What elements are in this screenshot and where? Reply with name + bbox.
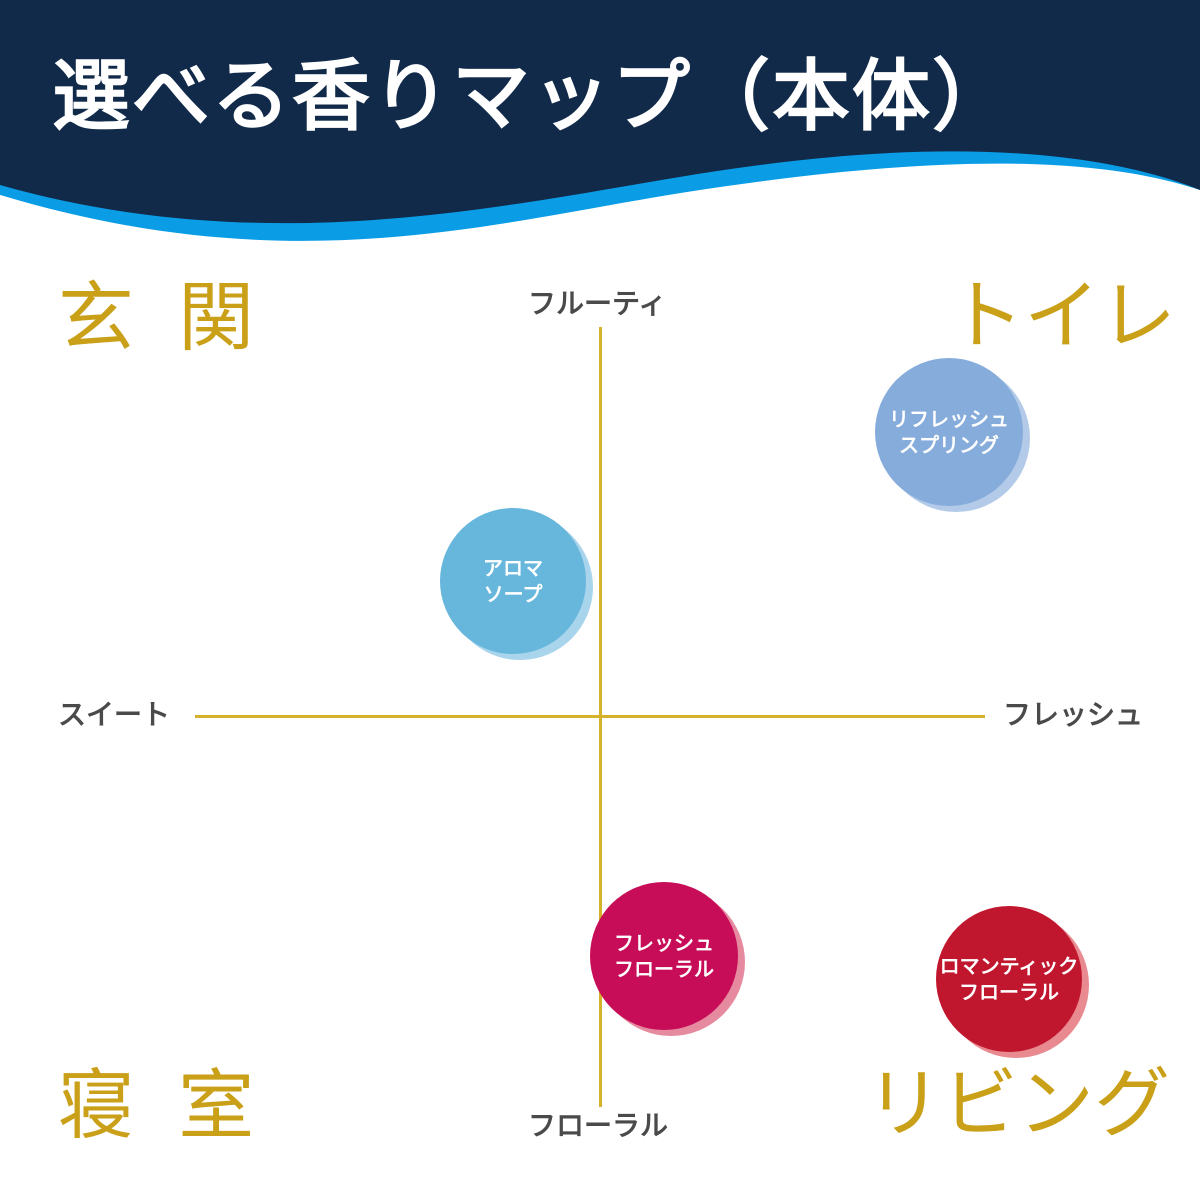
vertical-axis: [599, 327, 602, 1107]
scent-name-line2: スプリング: [899, 433, 999, 457]
page-title: 選べる香りマップ（本体）: [52, 52, 1013, 142]
axis-label-right: フレッシュ: [1003, 698, 1144, 731]
quadrant-label-living: リビング: [866, 1059, 1170, 1148]
scent-name-line1: リフレッシュ: [889, 407, 1009, 431]
horizontal-axis: [195, 715, 985, 718]
axis-label-left: スイート: [58, 698, 171, 731]
scent-name-line2: ソープ: [483, 582, 543, 606]
scent-name-line1: フレッシュ: [614, 931, 714, 955]
axis-label-bottom: フローラル: [528, 1109, 669, 1142]
scent-name-line1: アロマ: [483, 556, 543, 580]
scent-bubble-romantic-floral: ロマンティック フローラル: [936, 906, 1082, 1052]
scent-bubble-fresh-floral: フレッシュ フローラル: [590, 882, 738, 1030]
scent-name-line2: フローラル: [614, 957, 714, 981]
quadrant-label-bedroom: 寝 室: [58, 1061, 265, 1150]
scent-name-line1: ロマンティック: [939, 954, 1079, 978]
quadrant-label-entrance: 玄 関: [58, 273, 265, 362]
quadrant-label-toilet: トイレ: [948, 271, 1176, 360]
scent-bubble-aroma-soap: アロマ ソープ: [440, 508, 586, 654]
scent-name-line2: フローラル: [959, 980, 1059, 1004]
header-banner: 選べる香りマップ（本体）: [0, 0, 1200, 260]
scent-bubble-refresh-spring: リフレッシュ スプリング: [875, 358, 1023, 506]
axis-label-top: フルーティ: [528, 287, 667, 320]
wave-background: [0, 0, 1200, 260]
